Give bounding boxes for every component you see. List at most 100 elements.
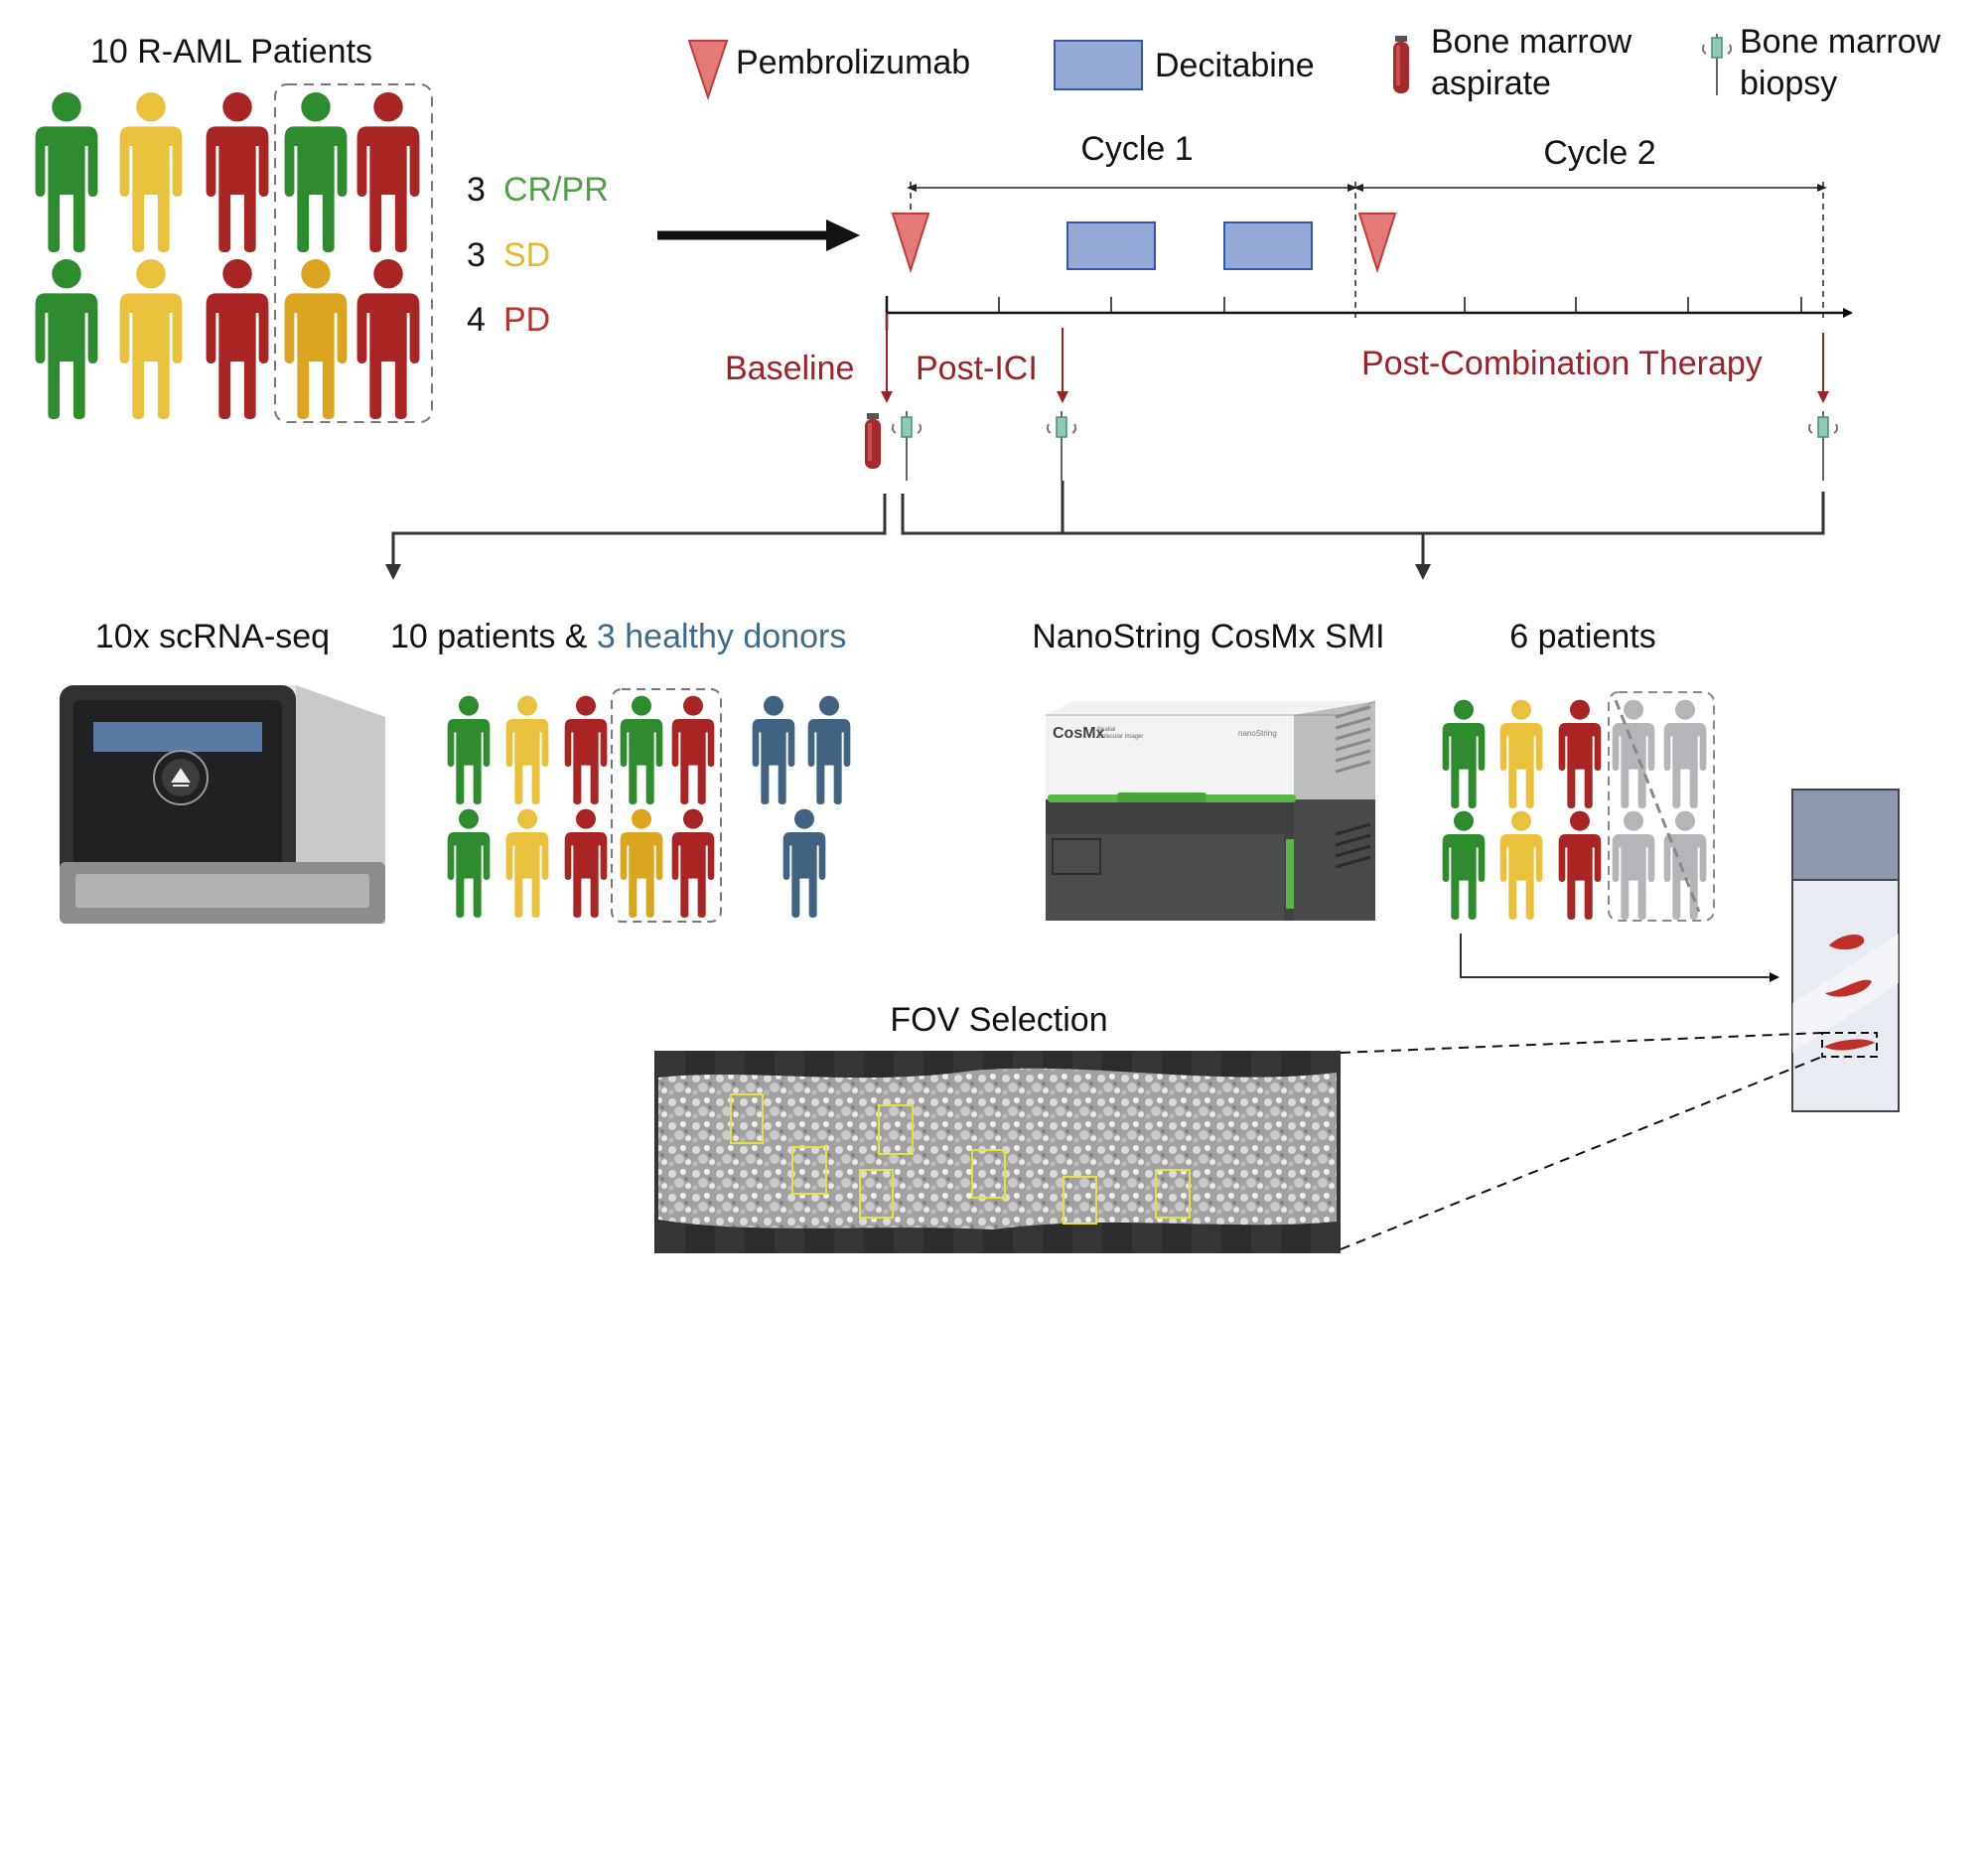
scrna-person-icon xyxy=(505,695,549,805)
legend-aspirate-line1: Bone marrow xyxy=(1431,23,1632,61)
legend-biopsy-line1: Bone marrow xyxy=(1740,23,1941,61)
10x-chromium-instrument xyxy=(60,685,385,924)
cohort-person-icon xyxy=(119,258,183,420)
flow-connectors xyxy=(385,481,1825,580)
cohort-person-icon xyxy=(356,91,420,253)
fov-box-6 xyxy=(1063,1176,1097,1225)
fov-title: FOV Selection xyxy=(890,1001,1107,1039)
scrna-person-icon xyxy=(671,695,715,805)
response-pd-count: 4 xyxy=(467,301,486,339)
cosmx-person-icon xyxy=(1499,699,1543,809)
cosmx-person-icon xyxy=(1499,810,1543,921)
scrna-person-icon xyxy=(447,695,491,805)
timeline: Cycle 1 Cycle 2 Baseline Post-ICI Post-C… xyxy=(725,130,1853,481)
decitabine-legend-icon xyxy=(1054,40,1143,90)
fov-box-2 xyxy=(878,1104,914,1155)
tissue-section-2 xyxy=(1825,979,1872,997)
healthy-person-icon xyxy=(752,695,795,805)
cosmx-subset-box xyxy=(1608,691,1715,922)
cohort-subset-box xyxy=(274,83,433,423)
healthy-donors xyxy=(752,695,851,919)
scrna-person-icon xyxy=(447,808,491,919)
cosmx-person-icon xyxy=(1612,810,1655,921)
cohort-person-icon xyxy=(284,258,348,420)
cosmx-maker: nanoString xyxy=(1238,729,1277,738)
cosmx-brand-sub1: Spatial xyxy=(1097,727,1115,733)
tissue-section-3 xyxy=(1824,1039,1875,1051)
cohort-person-icon xyxy=(35,91,98,253)
scrna-subset-box xyxy=(611,688,722,923)
scrna-patients-text: 10 patients & xyxy=(390,618,597,655)
scrna-person-icon xyxy=(620,695,663,805)
fov-box-5 xyxy=(971,1149,1006,1199)
slide-connector xyxy=(1460,934,1779,982)
cohort-person-icon xyxy=(284,91,348,253)
aspirate-sample-icon xyxy=(865,413,881,469)
pembrolizumab-dose-2 xyxy=(1357,213,1397,274)
time-axis-ticks xyxy=(998,297,1802,313)
cosmx-brand: CosMx xyxy=(1053,725,1105,742)
response-cr-label: CR/PR xyxy=(503,171,609,209)
post-ici-label: Post-ICI xyxy=(916,350,1038,387)
cohort-title: 10 R-AML Patients xyxy=(90,33,372,71)
legend: Pembrolizumab Decitabine Bone marrow asp… xyxy=(687,23,1941,102)
slide-zoom-box xyxy=(1821,1032,1878,1058)
cosmx-instrument: CosMx Spatial Molecular Imager nanoStrin… xyxy=(1046,700,1376,921)
biopsy-sample-icon-post-combo xyxy=(1807,411,1839,481)
legend-decitabine: Decitabine xyxy=(1155,47,1315,84)
legend-biopsy-line2: biopsy xyxy=(1740,65,1837,102)
cohort-person-icon xyxy=(35,258,98,420)
cohort-person-icon xyxy=(206,91,269,253)
cosmx-exclusion-line xyxy=(1614,699,1701,913)
scrna-person-icon xyxy=(671,808,715,919)
scrna-healthy-text: 3 healthy donors xyxy=(597,618,846,655)
biopsy-legend-icon xyxy=(1701,34,1733,95)
cosmx-person-icon xyxy=(1442,699,1486,809)
fov-box-1 xyxy=(730,1093,764,1144)
legend-aspirate-line2: aspirate xyxy=(1431,65,1551,102)
cosmx-patients: 6 patients xyxy=(1509,618,1655,655)
treatment-arrowhead xyxy=(826,219,860,251)
cohort-person-icon xyxy=(356,258,420,420)
scrna-cohort-label: 10 patients & 3 healthy donors xyxy=(390,618,846,655)
scrna-title: 10x scRNA-seq xyxy=(95,618,330,655)
healthy-person-icon xyxy=(782,808,826,919)
biopsy-sample-icon-post-ici xyxy=(1046,411,1077,481)
scrna-person-icon xyxy=(620,808,663,919)
cohort-people xyxy=(35,91,420,420)
response-list: 3 CR/PR 3 SD 4 PD xyxy=(467,171,609,339)
pembrolizumab-legend-icon xyxy=(687,40,729,101)
response-sd-label: SD xyxy=(503,236,550,274)
cosmx-person-icon xyxy=(1663,810,1707,921)
response-pd-label: PD xyxy=(503,301,550,339)
post-combination-label: Post-Combination Therapy xyxy=(1361,345,1763,382)
fov-box-4 xyxy=(859,1169,894,1219)
response-sd-count: 3 xyxy=(467,236,486,274)
cosmx-person-icon xyxy=(1558,810,1602,921)
cosmx-person-icon xyxy=(1612,699,1655,809)
pembrolizumab-dose-1 xyxy=(891,213,930,274)
cycle2-label: Cycle 2 xyxy=(1543,134,1655,172)
response-cr-count: 3 xyxy=(467,171,486,209)
scrna-person-icon xyxy=(564,808,608,919)
cosmx-brand-sub2: Molecular Imager xyxy=(1097,734,1143,740)
healthy-person-icon xyxy=(807,695,851,805)
fov-box-7 xyxy=(1155,1169,1191,1219)
cosmx-person-icon xyxy=(1558,699,1602,809)
cohort-person-icon xyxy=(206,258,269,420)
cosmx-title: NanoString CosMx SMI xyxy=(1032,618,1384,655)
biopsy-sample-icon-baseline xyxy=(891,411,922,481)
tissue-section-1 xyxy=(1829,934,1865,950)
aspirate-legend-icon xyxy=(1393,36,1409,93)
tissue-slide xyxy=(1791,789,1900,1112)
legend-pembrolizumab: Pembrolizumab xyxy=(736,44,970,81)
fov-image xyxy=(654,1051,1341,1253)
fov-box-3 xyxy=(791,1146,827,1195)
cohort-person-icon xyxy=(119,91,183,253)
cosmx-person-icon xyxy=(1663,699,1707,809)
cycle1-label: Cycle 1 xyxy=(1080,130,1193,168)
decitabine-dose-1 xyxy=(1066,221,1156,270)
decitabine-dose-2 xyxy=(1223,221,1313,270)
